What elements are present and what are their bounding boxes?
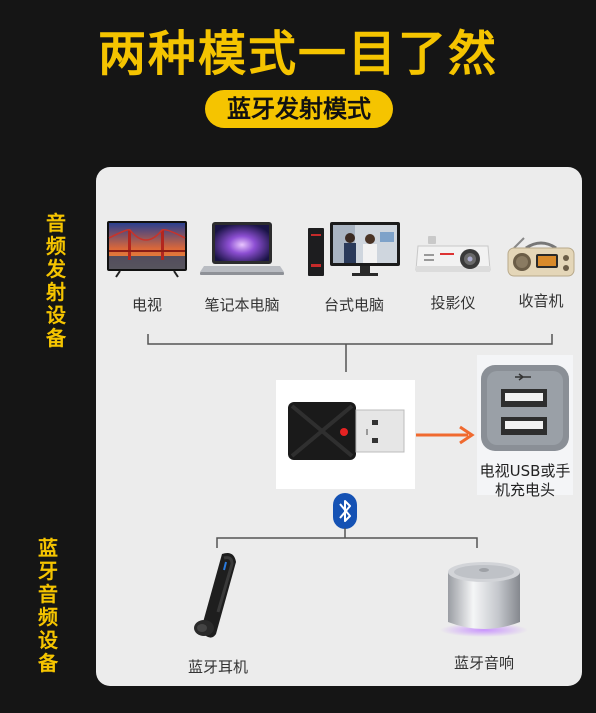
device-radio: 收音机 — [506, 236, 576, 311]
device-projector: 投影仪 — [414, 232, 492, 313]
usb-dongle-image — [276, 380, 415, 489]
device-label: 蓝牙音响 — [453, 654, 514, 672]
side-label-source-devices: 音频发射设备 — [46, 211, 66, 350]
device-bluetooth-speaker: 蓝牙音响 — [436, 558, 532, 673]
radio-icon — [507, 237, 575, 277]
tv-icon — [107, 221, 187, 278]
arrow-icon — [416, 425, 475, 445]
usb-port-caption: 电视USB或手机充电头 — [479, 462, 571, 499]
device-label: 电视 — [131, 296, 162, 314]
usb-port-image — [477, 355, 573, 495]
bluetooth-usb-dongle-icon — [288, 402, 405, 460]
main-title: 两种模式一目了然 — [97, 26, 498, 82]
usb-port-icon — [481, 365, 569, 451]
device-label: 蓝牙耳机 — [187, 658, 248, 676]
projector-icon — [415, 236, 491, 272]
device-laptop: 笔记本电脑 — [200, 220, 284, 315]
desktop-computer-icon — [308, 222, 400, 276]
device-label: 投影仪 — [430, 294, 476, 312]
bluetooth-speaker-icon — [440, 562, 528, 637]
laptop-icon — [200, 222, 284, 275]
mode-badge: 蓝牙发射模式 — [205, 90, 393, 128]
source-connector-bracket — [147, 334, 553, 372]
device-label: 收音机 — [518, 292, 564, 310]
bluetooth-earphone-icon — [194, 553, 236, 638]
device-desktop: 台式电脑 — [306, 220, 402, 315]
device-bluetooth-earphone: 蓝牙耳机 — [178, 548, 258, 677]
device-label: 台式电脑 — [323, 296, 384, 314]
side-label-bluetooth-devices: 蓝牙音频设备 — [38, 536, 58, 675]
device-tv: 电视 — [106, 220, 188, 315]
output-connector-bracket — [216, 528, 478, 548]
device-label: 笔记本电脑 — [204, 296, 280, 314]
bluetooth-icon — [339, 500, 351, 522]
bluetooth-badge — [333, 493, 357, 529]
